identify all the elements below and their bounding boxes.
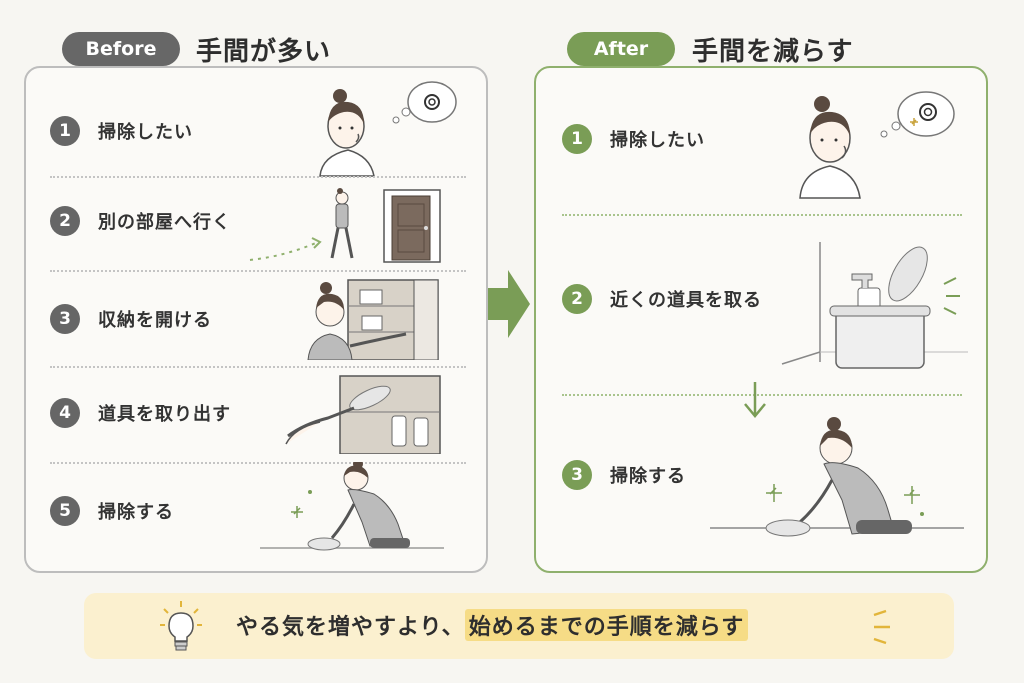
key-message-main: やる気を増やすより、	[236, 615, 465, 640]
step-label: 掃除する	[610, 466, 686, 487]
step-number: 1	[562, 124, 592, 154]
divider	[562, 394, 962, 396]
before-step-2: 2 別の部屋へ行く	[50, 206, 231, 236]
after-tag: After	[567, 32, 675, 66]
walking-to-door-illustration	[249, 188, 441, 263]
after-panel: 1 掃除したい 2 近くの道具を取る 3 掃除する	[534, 66, 988, 573]
key-message-banner: やる気を増やすより、 始めるまでの手順を減らす	[84, 593, 954, 659]
step-number: 3	[50, 304, 80, 334]
cleaning-woman-illustration	[710, 417, 964, 537]
after-step-2: 2 近くの道具を取る	[562, 284, 762, 314]
step-label: 掃除したい	[610, 130, 705, 151]
before-step-5: 5 掃除する	[50, 496, 174, 526]
divider	[50, 366, 466, 368]
before-heading: 手間が多い	[196, 37, 332, 67]
step-label: 別の部屋へ行く	[98, 212, 231, 233]
key-message: やる気を増やすより、 始めるまでの手順を減らす	[236, 609, 749, 641]
step-label: 掃除したい	[98, 122, 193, 143]
right-arrow-icon	[488, 270, 530, 338]
before-panel: 1 掃除したい 2 別の部屋へ行く 3 収納を開ける	[24, 66, 488, 573]
key-message-highlight: 始めるまでの手順を減らす	[464, 609, 749, 641]
down-arrow-icon	[744, 382, 766, 418]
step-number: 4	[50, 398, 80, 428]
step-label: 近くの道具を取る	[610, 290, 762, 311]
step-number: 5	[50, 496, 80, 526]
step-number: 2	[50, 206, 80, 236]
before-step-3: 3 収納を開ける	[50, 304, 212, 334]
after-step-1: 1 掃除したい	[562, 124, 705, 154]
before-step-4: 4 道具を取り出す	[50, 398, 231, 428]
cleaning-woman-illustration	[260, 462, 444, 551]
sparkle-lines-icon	[873, 609, 890, 645]
opening-storage-illustration	[307, 279, 439, 360]
nearby-tools-basket-illustration	[781, 242, 968, 369]
taking-out-duster-illustration	[285, 375, 441, 454]
divider	[562, 214, 962, 216]
step-label: 道具を取り出す	[98, 404, 231, 425]
before-tag: Before	[62, 32, 180, 66]
step-number: 1	[50, 116, 80, 146]
divider	[50, 462, 466, 464]
step-label: 掃除する	[98, 502, 174, 523]
step-number: 2	[562, 284, 592, 314]
lightbulb-icon	[160, 601, 202, 651]
divider	[50, 270, 466, 272]
thinking-woman-illustration	[319, 81, 457, 177]
step-label: 収納を開ける	[98, 310, 212, 331]
before-step-1: 1 掃除したい	[50, 116, 193, 146]
step-number: 3	[562, 460, 592, 490]
thinking-woman-illustration	[799, 91, 955, 199]
divider	[50, 176, 466, 178]
after-heading: 手間を減らす	[692, 37, 854, 67]
after-step-3: 3 掃除する	[562, 460, 686, 490]
